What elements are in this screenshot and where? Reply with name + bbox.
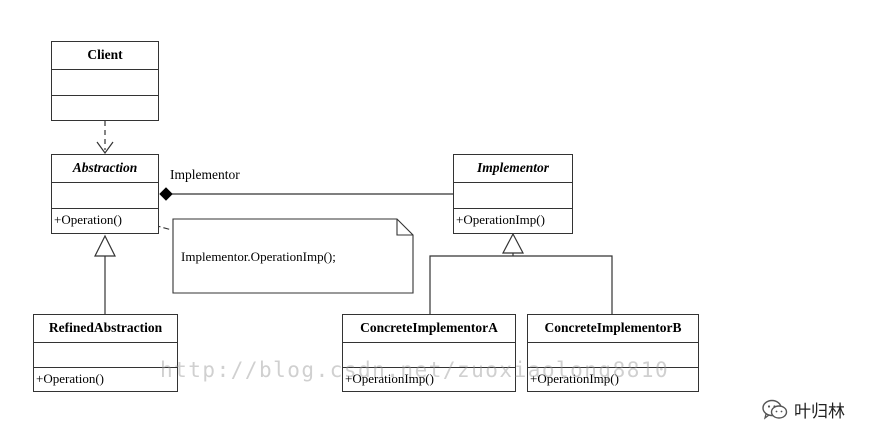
- attributes-section: [454, 182, 572, 208]
- brand: 叶归林: [762, 397, 845, 422]
- class-name: ConcreteImplementorA: [360, 320, 498, 335]
- aggregation-diamond: [159, 187, 173, 201]
- attributes-section: [343, 342, 515, 367]
- operation: +OperationImp(): [343, 367, 515, 390]
- operation: +OperationImp(): [528, 367, 698, 390]
- watermark: http://blog.csdn.net/zuoxiaolong8810: [160, 358, 670, 382]
- attributes-section: [34, 342, 177, 367]
- class-name: Abstraction: [72, 160, 138, 175]
- class-name: Implementor: [476, 160, 549, 175]
- class-concrete-implementor-a: ConcreteImplementorA +OperationImp(): [342, 314, 516, 392]
- generalization-triangle-implementor: [502, 232, 524, 254]
- note-fold: [396, 219, 413, 236]
- wechat-icon: [762, 399, 788, 420]
- class-concrete-implementor-b: ConcreteImplementorB +OperationImp(): [527, 314, 699, 392]
- generalization-branch: [429, 255, 613, 314]
- dependency-arrowhead: [96, 141, 114, 155]
- class-name: RefinedAbstraction: [48, 320, 163, 335]
- class-refined-abstraction: RefinedAbstraction +Operation(): [33, 314, 178, 392]
- class-client: Client: [51, 41, 159, 121]
- note-text: Implementor.OperationImp();: [181, 249, 336, 264]
- operation: +Operation(): [52, 208, 158, 231]
- attributes-section: [528, 342, 698, 367]
- brand-name: 叶归林: [794, 402, 845, 422]
- class-implementor: Implementor +OperationImp(): [453, 154, 573, 234]
- class-name: Client: [87, 47, 123, 62]
- class-abstraction: Abstraction +Operation(): [51, 154, 159, 234]
- operations-section: [52, 95, 158, 120]
- attributes-section: [52, 182, 158, 208]
- attributes-section: [52, 69, 158, 95]
- generalization-triangle-abstraction: [94, 234, 116, 257]
- operation: +OperationImp(): [454, 208, 572, 231]
- note-shape: [172, 218, 414, 294]
- class-name: ConcreteImplementorB: [544, 320, 682, 335]
- operation: +Operation(): [34, 367, 177, 390]
- association-label: Implementor: [170, 167, 240, 182]
